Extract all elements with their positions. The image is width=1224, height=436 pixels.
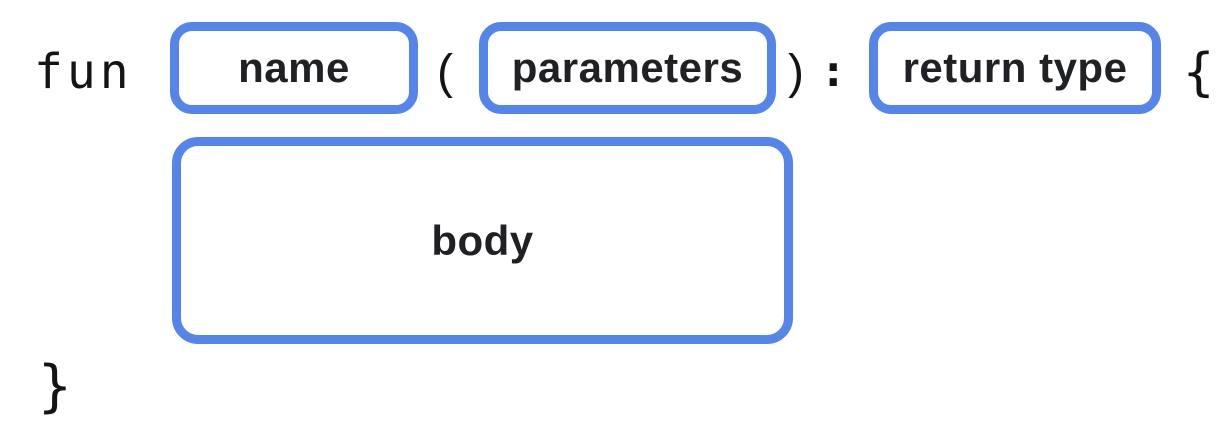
body-box: body: [172, 137, 793, 344]
fun-keyword: fun: [34, 44, 133, 100]
name-box: name: [170, 22, 418, 114]
return-type-box: return type: [869, 22, 1161, 114]
open-brace-token: {: [1183, 43, 1215, 103]
open-paren-token: (: [437, 46, 453, 99]
body-label: body: [431, 216, 534, 264]
parameters-label: parameters: [511, 44, 744, 91]
colon-token: :: [820, 46, 847, 97]
parameters-box: parameters: [479, 22, 776, 114]
close-brace-token: }: [38, 354, 72, 419]
close-paren-token: ): [788, 46, 804, 99]
name-label: name: [238, 44, 350, 91]
return-type-label: return type: [902, 44, 1128, 91]
